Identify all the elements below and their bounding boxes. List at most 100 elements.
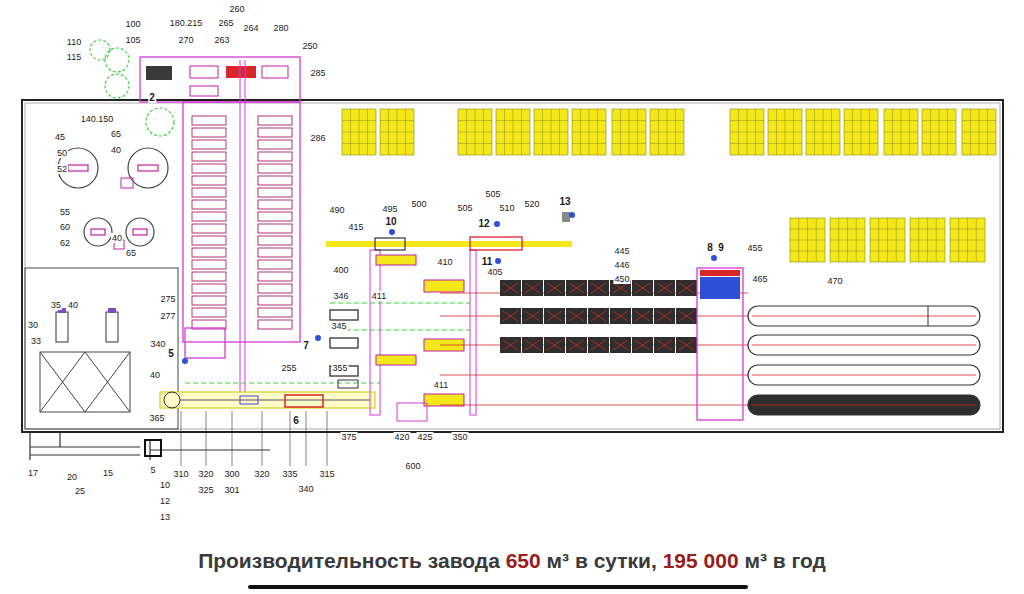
callout-number: 9 — [717, 243, 725, 253]
panel-gap — [936, 218, 937, 262]
casting-line — [160, 392, 375, 408]
callout-number: 13 — [558, 197, 571, 207]
callout-number: 250 — [301, 41, 318, 51]
transfer-lane — [470, 250, 476, 415]
wagon-cross — [613, 311, 628, 321]
panel-stack — [572, 109, 606, 155]
autoclave-wagon — [500, 280, 521, 296]
panel-stack — [922, 109, 956, 155]
prestoring-chamber — [192, 140, 226, 149]
callout-number: 10 — [159, 480, 171, 490]
panel-stack — [342, 109, 376, 155]
prestoring-area — [183, 102, 300, 342]
mixer-tank — [128, 148, 168, 188]
panel-gap — [675, 109, 676, 155]
dosing-unit — [190, 86, 218, 96]
green-track — [185, 383, 380, 384]
autoclave-axis — [752, 375, 976, 376]
autoclave-wagon — [588, 280, 609, 296]
callout-number: 505 — [456, 203, 473, 213]
silo-top — [108, 308, 116, 313]
autoclave — [748, 365, 980, 385]
packing-unit — [375, 238, 405, 250]
callout-number: 115 — [66, 52, 82, 62]
dosing-unit — [226, 66, 256, 78]
autoclave — [748, 395, 980, 415]
autoclave-wagon — [654, 337, 675, 353]
building-wall-inner — [25, 103, 1000, 429]
panel-gap — [496, 143, 530, 144]
panel-gap — [831, 109, 832, 155]
silo-brace — [85, 352, 130, 412]
autoclave-wagon — [588, 337, 609, 353]
callout-number: 277 — [159, 311, 176, 321]
dosing-area — [140, 57, 300, 102]
autoclave-wagon — [676, 337, 697, 353]
wagon-cross — [503, 311, 518, 321]
crane — [376, 255, 416, 265]
callout-number: 8 — [706, 243, 714, 253]
turntable — [164, 392, 180, 408]
autoclave-wagon — [544, 280, 565, 296]
callout-number: 110 — [66, 37, 82, 47]
rail — [245, 60, 246, 400]
panel-stack — [496, 109, 530, 155]
dosing-unit — [190, 66, 218, 78]
mixer-core — [68, 165, 88, 171]
leader-line — [306, 411, 307, 466]
wagon-cross — [679, 283, 694, 293]
chamber-column — [258, 116, 292, 329]
panel-gap — [947, 109, 948, 155]
callout-number: 275 — [159, 294, 176, 304]
prestoring-chamber — [258, 116, 292, 125]
silo — [106, 312, 118, 342]
callout-number: 411 — [433, 380, 449, 390]
prestoring-chamber — [258, 176, 292, 185]
autoclave-axis — [752, 345, 976, 346]
mixer-core — [138, 165, 158, 171]
dosing-unit — [146, 66, 172, 80]
callout-number: 33 — [30, 336, 42, 346]
panel-gap — [884, 143, 918, 144]
autoclave-axis — [752, 405, 976, 406]
panel-gap — [380, 132, 414, 133]
callout-number: 375 — [340, 432, 357, 442]
callout-number: 315 — [318, 469, 335, 479]
caption-bar — [248, 585, 748, 589]
callout-number: 405 — [486, 267, 503, 277]
panel-gap — [884, 132, 918, 133]
silo-frame — [40, 352, 130, 412]
callout-number: 105 — [124, 35, 141, 45]
autoclave-wagon — [566, 337, 587, 353]
callout-number: 470 — [826, 276, 843, 286]
prestoring-chamber — [258, 128, 292, 137]
panel-gap — [830, 240, 865, 241]
drawing — [22, 40, 1003, 589]
autoclave-wagon — [544, 337, 565, 353]
autoclave-wagon — [676, 308, 697, 324]
callout-number: 40 — [67, 300, 79, 310]
callout-number: 335 — [281, 469, 298, 479]
callout-number: 5 — [167, 349, 175, 359]
callout-number: 420 — [393, 432, 410, 442]
callout-number: 300 — [223, 469, 240, 479]
callout-number: 495 — [381, 204, 398, 214]
panel-gap — [793, 109, 794, 155]
autoclave-wagon — [522, 308, 543, 324]
mixer-core — [133, 229, 147, 235]
callout-number: 310 — [172, 469, 189, 479]
panel-gap — [869, 109, 870, 155]
callout-number: 345 — [330, 321, 347, 331]
callout-number: 355 — [331, 363, 348, 373]
autoclave — [748, 335, 980, 355]
callout-number: 12 — [477, 219, 490, 229]
callout-number: 30 — [27, 320, 39, 330]
callout-number: 510 — [498, 203, 515, 213]
callout-number: 263 — [213, 35, 230, 45]
wagon-cross — [679, 340, 694, 350]
wagon-cross — [657, 340, 672, 350]
callout-number: 180.215 — [169, 18, 204, 28]
wagon-rows — [500, 280, 697, 353]
prestoring-chamber — [192, 200, 226, 209]
